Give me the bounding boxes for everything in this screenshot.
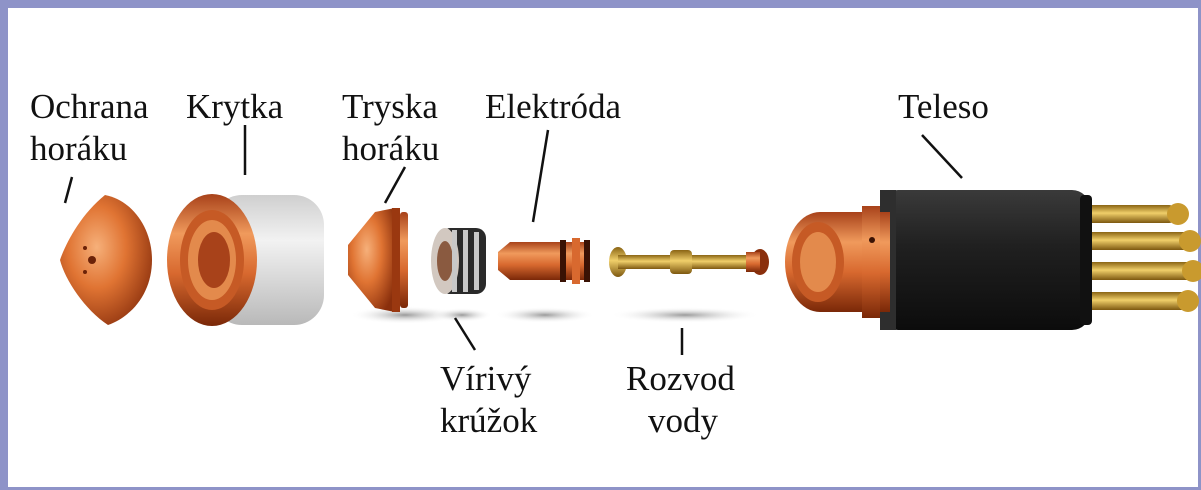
torch-body bbox=[785, 190, 1201, 330]
label-ochrana-line2: horáku bbox=[30, 129, 127, 168]
leader-virivy bbox=[455, 318, 475, 350]
retaining-cap bbox=[167, 194, 324, 326]
nozzle bbox=[348, 208, 408, 312]
label-virivy-line1: Vírivý bbox=[440, 359, 532, 398]
leader-ochrana bbox=[65, 177, 72, 203]
water-tube bbox=[609, 247, 769, 277]
label-rozvod-line1: Rozvod bbox=[626, 359, 735, 398]
shield-cup bbox=[60, 195, 152, 325]
label-elektroda: Elektróda bbox=[485, 87, 622, 126]
swirl-ring bbox=[431, 228, 486, 294]
label-rozvod-line2: vody bbox=[648, 401, 719, 440]
label-virivy-line2: krúžok bbox=[440, 401, 538, 440]
label-teleso: Teleso bbox=[898, 87, 989, 126]
leader-teleso bbox=[922, 135, 962, 178]
label-tryska-line2: horáku bbox=[342, 129, 439, 168]
label-krytka: Krytka bbox=[186, 87, 284, 126]
leader-tryska bbox=[385, 167, 405, 203]
leader-elektroda bbox=[533, 130, 548, 222]
electrode bbox=[498, 238, 590, 284]
label-ochrana-line1: Ochrana bbox=[30, 87, 149, 126]
part-shadows bbox=[350, 306, 760, 324]
label-tryska-line1: Tryska bbox=[342, 87, 438, 126]
